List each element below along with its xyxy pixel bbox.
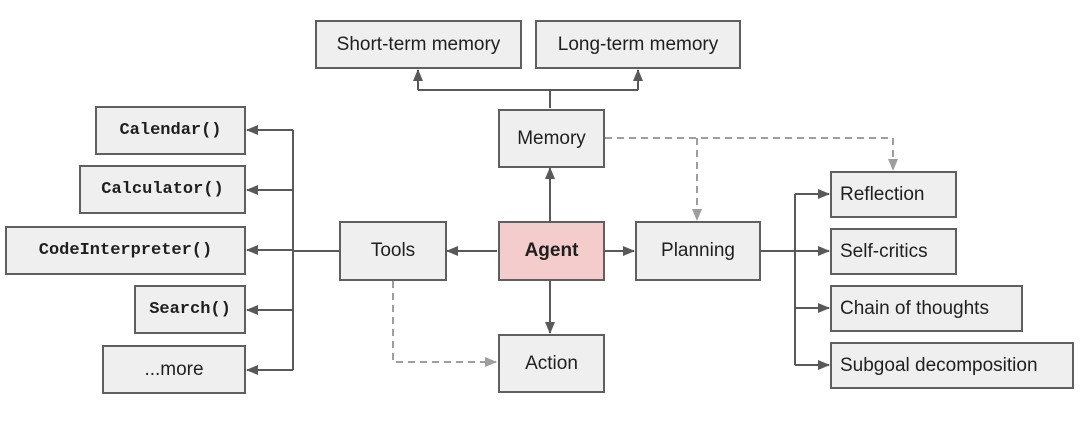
edge-planning-trunk: [761, 194, 796, 365]
reflection-node: Reflection: [830, 171, 957, 218]
code-interpreter-tool-node: CodeInterpreter(): [5, 226, 246, 275]
planning-node: Planning: [635, 221, 761, 281]
memory-node: Memory: [498, 109, 605, 168]
edge-tools-to-action-dashed: [392, 281, 497, 367]
edge-tools-trunk: [292, 130, 339, 370]
calculator-tool-node: Calculator(): [79, 165, 246, 214]
short-term-memory-node: Short-term memory: [315, 20, 522, 69]
chain-of-thoughts-node: Chain of thoughts: [830, 285, 1023, 332]
subgoal-decomposition-node: Subgoal decomposition: [830, 342, 1074, 389]
calendar-tool-node: Calendar(): [95, 106, 246, 155]
agent-node: Agent: [498, 221, 605, 281]
action-node: Action: [498, 334, 605, 393]
more-tools-node: ...more: [102, 345, 246, 394]
long-term-memory-node: Long-term memory: [535, 20, 741, 69]
search-tool-node: Search(): [134, 285, 246, 334]
tools-node: Tools: [339, 221, 447, 281]
edge-memory-to-memory-types: [418, 89, 638, 108]
self-critics-node: Self-critics: [830, 228, 957, 275]
